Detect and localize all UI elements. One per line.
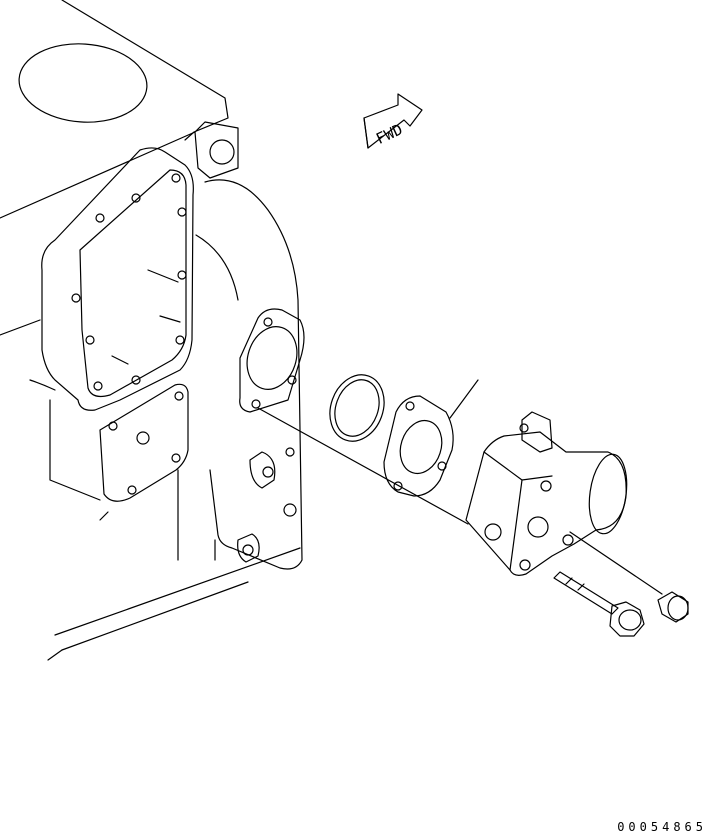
top-oval-boss: [16, 40, 149, 127]
cover-bolt-holes: [72, 174, 186, 390]
gear-case-cover: [42, 148, 194, 410]
o-ring: [321, 367, 393, 449]
corner-lug: [195, 122, 238, 178]
block-water-outlet-boss: [196, 180, 305, 569]
fwd-label: FWD: [373, 120, 405, 148]
gasket-bore: [394, 415, 449, 479]
drawing-number: 00054865: [617, 820, 707, 834]
outlet-port: [239, 320, 304, 396]
engine-block: [0, 0, 300, 660]
assembly-leader-lines: [258, 380, 662, 594]
gasket: [384, 396, 453, 496]
housing-outlet-pipe: [585, 452, 632, 536]
flange-bolt: [554, 572, 644, 636]
water-outlet-housing: [466, 412, 631, 575]
front-plate: [100, 384, 188, 501]
plug: [658, 592, 688, 622]
fwd-direction-arrow: FWD: [364, 94, 422, 148]
